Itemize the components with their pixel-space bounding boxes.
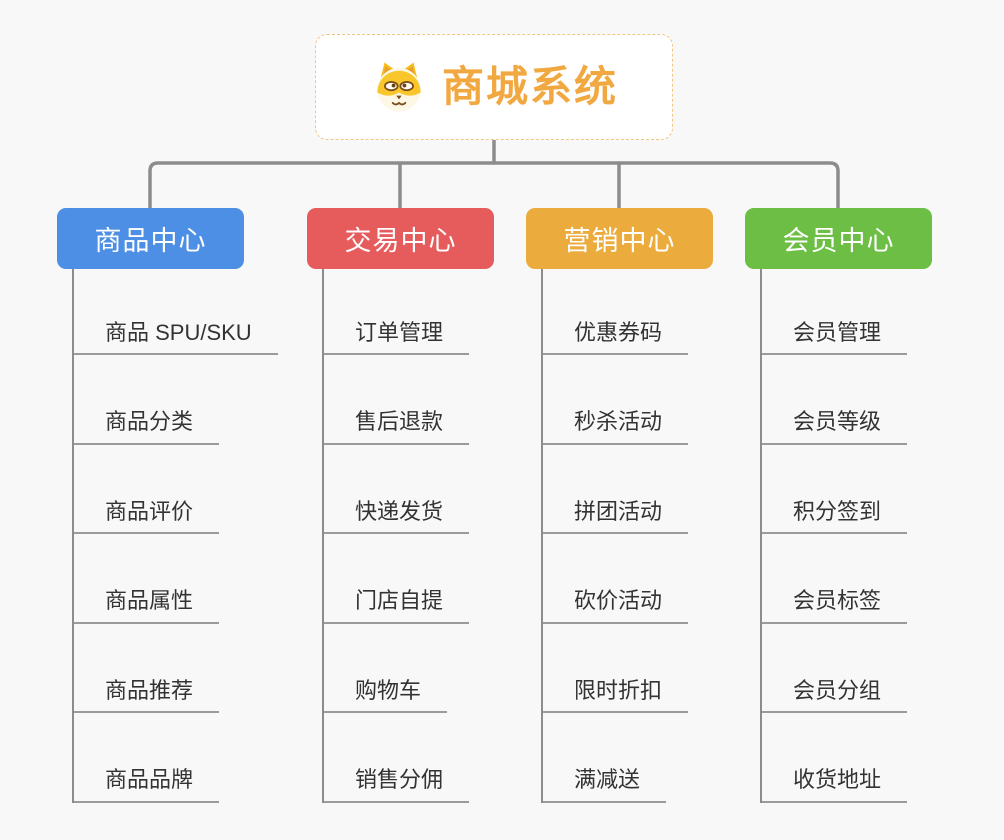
leaf-label: 购物车 bbox=[324, 677, 448, 713]
leaf-node[interactable]: 购物车 bbox=[324, 624, 552, 713]
root-title: 商城系统 bbox=[441, 63, 618, 110]
leaf-node[interactable]: 商品 SPU/SKU bbox=[74, 269, 302, 355]
leaf-node[interactable]: 砍价活动 bbox=[543, 534, 771, 624]
leaf-node[interactable]: 秒杀活动 bbox=[543, 355, 771, 445]
leaf-label: 售后退款 bbox=[324, 408, 470, 445]
leaf-node[interactable]: 会员标签 bbox=[762, 534, 990, 624]
leaf-node[interactable]: 售后退款 bbox=[324, 355, 552, 445]
leaf-node[interactable]: 积分签到 bbox=[762, 445, 990, 534]
leaf-label: 商品推荐 bbox=[74, 677, 220, 713]
leaf-label: 商品品牌 bbox=[74, 766, 220, 803]
leaf-node[interactable]: 会员等级 bbox=[762, 355, 990, 445]
leaf-label: 收货地址 bbox=[762, 766, 908, 803]
branch: 会员中心 会员管理会员等级积分签到会员标签会员分组收货地址 bbox=[745, 208, 985, 803]
leaf-node[interactable]: 商品推荐 bbox=[74, 624, 302, 713]
leaf-label: 订单管理 bbox=[324, 319, 470, 355]
branch-header-3[interactable]: 营销中心 bbox=[526, 208, 713, 269]
branch-header-1[interactable]: 商品中心 bbox=[57, 208, 244, 269]
leaf-label: 商品评价 bbox=[74, 498, 220, 534]
leaf-node[interactable]: 商品品牌 bbox=[74, 713, 302, 803]
leaf-label: 秒杀活动 bbox=[543, 408, 689, 445]
branch: 交易中心 订单管理售后退款快递发货门店自提购物车销售分佣 bbox=[307, 208, 547, 803]
leaf-node[interactable]: 拼团活动 bbox=[543, 445, 771, 534]
dog-face-icon bbox=[377, 62, 421, 112]
leaf-label: 积分签到 bbox=[762, 498, 908, 534]
leaf-node[interactable]: 销售分佣 bbox=[324, 713, 552, 803]
leaf-node[interactable]: 商品分类 bbox=[74, 355, 302, 445]
leaf-node[interactable]: 会员管理 bbox=[762, 269, 990, 355]
leaf-label: 会员分组 bbox=[762, 677, 908, 713]
leaf-label: 优惠券码 bbox=[543, 319, 689, 355]
leaf-list: 优惠券码秒杀活动拼团活动砍价活动限时折扣满减送 bbox=[541, 269, 771, 803]
leaf-node[interactable]: 门店自提 bbox=[324, 534, 552, 624]
root-node-mall-system[interactable]: 商城系统 bbox=[315, 34, 673, 140]
leaf-node[interactable]: 收货地址 bbox=[762, 713, 990, 803]
leaf-label: 会员等级 bbox=[762, 408, 908, 445]
leaf-label: 拼团活动 bbox=[543, 498, 689, 534]
leaf-label: 砍价活动 bbox=[543, 587, 689, 624]
leaf-node[interactable]: 订单管理 bbox=[324, 269, 552, 355]
leaf-label: 商品分类 bbox=[74, 408, 220, 445]
leaf-label: 门店自提 bbox=[324, 587, 470, 624]
branch-header-4[interactable]: 会员中心 bbox=[745, 208, 932, 269]
leaf-label: 商品 SPU/SKU bbox=[74, 319, 278, 355]
leaf-node[interactable]: 快递发货 bbox=[324, 445, 552, 534]
leaf-node[interactable]: 会员分组 bbox=[762, 624, 990, 713]
leaf-label: 会员管理 bbox=[762, 319, 908, 355]
leaf-label: 销售分佣 bbox=[324, 766, 470, 803]
leaf-node[interactable]: 满减送 bbox=[543, 713, 771, 803]
leaf-label: 商品属性 bbox=[74, 587, 220, 624]
leaf-label: 限时折扣 bbox=[543, 677, 689, 713]
leaf-list: 订单管理售后退款快递发货门店自提购物车销售分佣 bbox=[322, 269, 552, 803]
leaf-node[interactable]: 优惠券码 bbox=[543, 269, 771, 355]
leaf-node[interactable]: 商品评价 bbox=[74, 445, 302, 534]
branch: 商品中心 商品 SPU/SKU 商品分类商品评价商品属性商品推荐商品品牌 bbox=[57, 208, 297, 803]
leaf-label: 快递发货 bbox=[324, 498, 470, 534]
leaf-node[interactable]: 限时折扣 bbox=[543, 624, 771, 713]
branch-header-2[interactable]: 交易中心 bbox=[307, 208, 494, 269]
leaf-list: 会员管理会员等级积分签到会员标签会员分组收货地址 bbox=[760, 269, 990, 803]
branch: 营销中心 优惠券码秒杀活动拼团活动砍价活动限时折扣满减送 bbox=[526, 208, 766, 803]
leaf-node[interactable]: 商品属性 bbox=[74, 534, 302, 624]
leaf-label: 满减送 bbox=[543, 766, 667, 803]
leaf-label: 会员标签 bbox=[762, 587, 908, 624]
branch-rail-line bbox=[148, 161, 840, 214]
leaf-list: 商品 SPU/SKU 商品分类商品评价商品属性商品推荐商品品牌 bbox=[72, 269, 302, 803]
